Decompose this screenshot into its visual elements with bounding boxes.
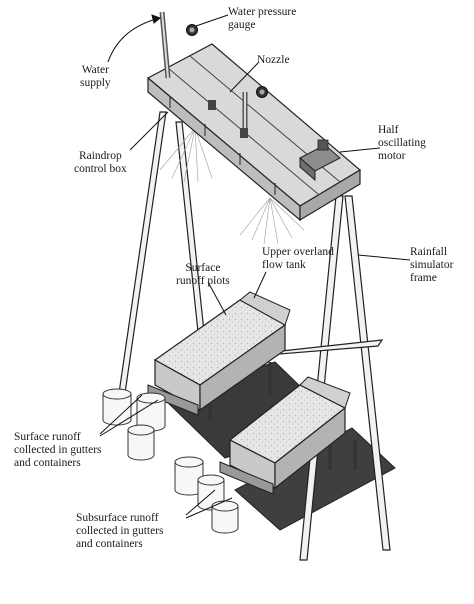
label-half-oscillating-motor: Half oscillating motor — [378, 124, 426, 162]
label-nozzle: Nozzle — [257, 54, 290, 66]
water-pressure-gauge — [186, 24, 268, 98]
rain-spray — [159, 127, 305, 245]
half-oscillating-motor — [299, 139, 341, 182]
water-supply-pipe — [159, 11, 248, 132]
label-surface-runoff-plots: Surface runoff plots — [176, 262, 230, 287]
label-upper-overland-flow-tank: Upper overland flow tank — [262, 246, 334, 271]
label-subsurface-runoff-collected: Subsurface runoff collected in gutters a… — [76, 512, 164, 550]
surface-runoff-plot-lower — [219, 376, 351, 495]
label-leader-lines — [99, 14, 411, 519]
label-rainfall-simulator-frame: Rainfall simulator frame — [410, 246, 454, 284]
surface-runoff-plot-upper — [147, 291, 291, 416]
label-raindrop-control-box: Raindrop control box — [74, 150, 127, 175]
label-water-pressure-gauge: Water pressure gauge — [228, 6, 297, 31]
label-water-supply: Water supply — [80, 64, 111, 89]
nozzle — [208, 100, 248, 138]
label-surface-runoff-collected: Surface runoff collected in gutters and … — [14, 431, 102, 469]
